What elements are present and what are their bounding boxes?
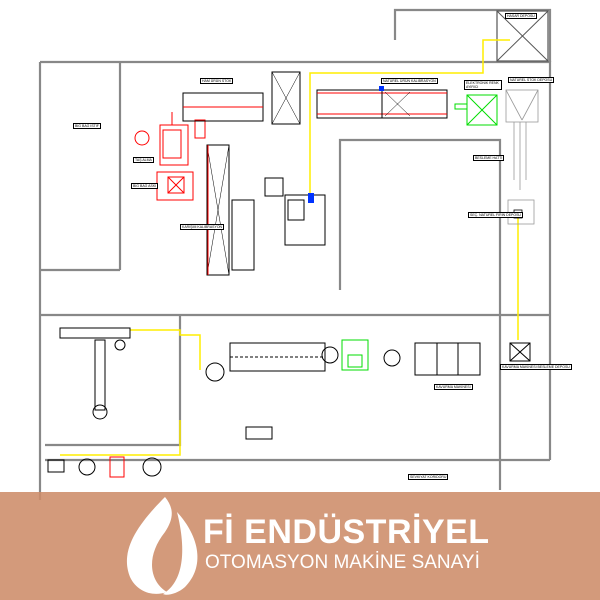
brand-subtitle: OTOMASYON MAKİNE SANAYİ [205, 552, 480, 573]
hasar-deposu-box [496, 10, 549, 62]
renk-ayirici [341, 94, 498, 371]
label-tas-alma: TAŞ ALMA [133, 157, 154, 163]
brand-banner [0, 492, 600, 600]
label-renk-ayirici: ELEKTRONİK RENK AYIRICI [464, 80, 502, 90]
brand-logo-icon [126, 497, 198, 595]
naturel-stok [505, 89, 539, 225]
label-naturel-stok: NATUREL STOK DEPOSU [508, 77, 555, 83]
label-kavurma-besleme: KAVURMA MAKİNESİ BESLEME DEPOSU [500, 364, 572, 370]
naturel-kalibrasyon-line [308, 86, 448, 203]
label-besleme-hatti: BESLEME HATTI [473, 155, 505, 161]
kalibrasyon-frames [182, 71, 326, 276]
label-hasar-deposu: HASAR DEPOSU [505, 13, 537, 19]
label-sevkiyat: SEVKİYAT KORİDORU [408, 474, 449, 480]
kavurma-line [205, 342, 531, 440]
label-naturel-kalibrasyon: NATUREL ÜRÜN KALİBRASYON [381, 78, 438, 84]
label-big-bag-aski: BIG BAG ASKI [131, 183, 159, 189]
tas-alma-unit [134, 112, 206, 201]
brand-name: Fİ ENDÜSTRİYEL [203, 513, 490, 551]
conveyor-line [60, 39, 519, 456]
label-kalibrasyon: KARIŞIM KALİBRASYON [180, 224, 225, 230]
label-ham-stok: HAM ÜRÜN STOK [200, 78, 234, 84]
walls [38, 8, 552, 500]
label-kavurma-makinesi: KAVURMA MAKİNESİ [434, 384, 473, 390]
kirma-unit [47, 327, 162, 478]
label-big-bag-istif: BIG BAG İSTİF [73, 123, 101, 129]
label-firin-deposu: SEÇ. NATUREL FIRIN DEPOSU [468, 212, 523, 218]
